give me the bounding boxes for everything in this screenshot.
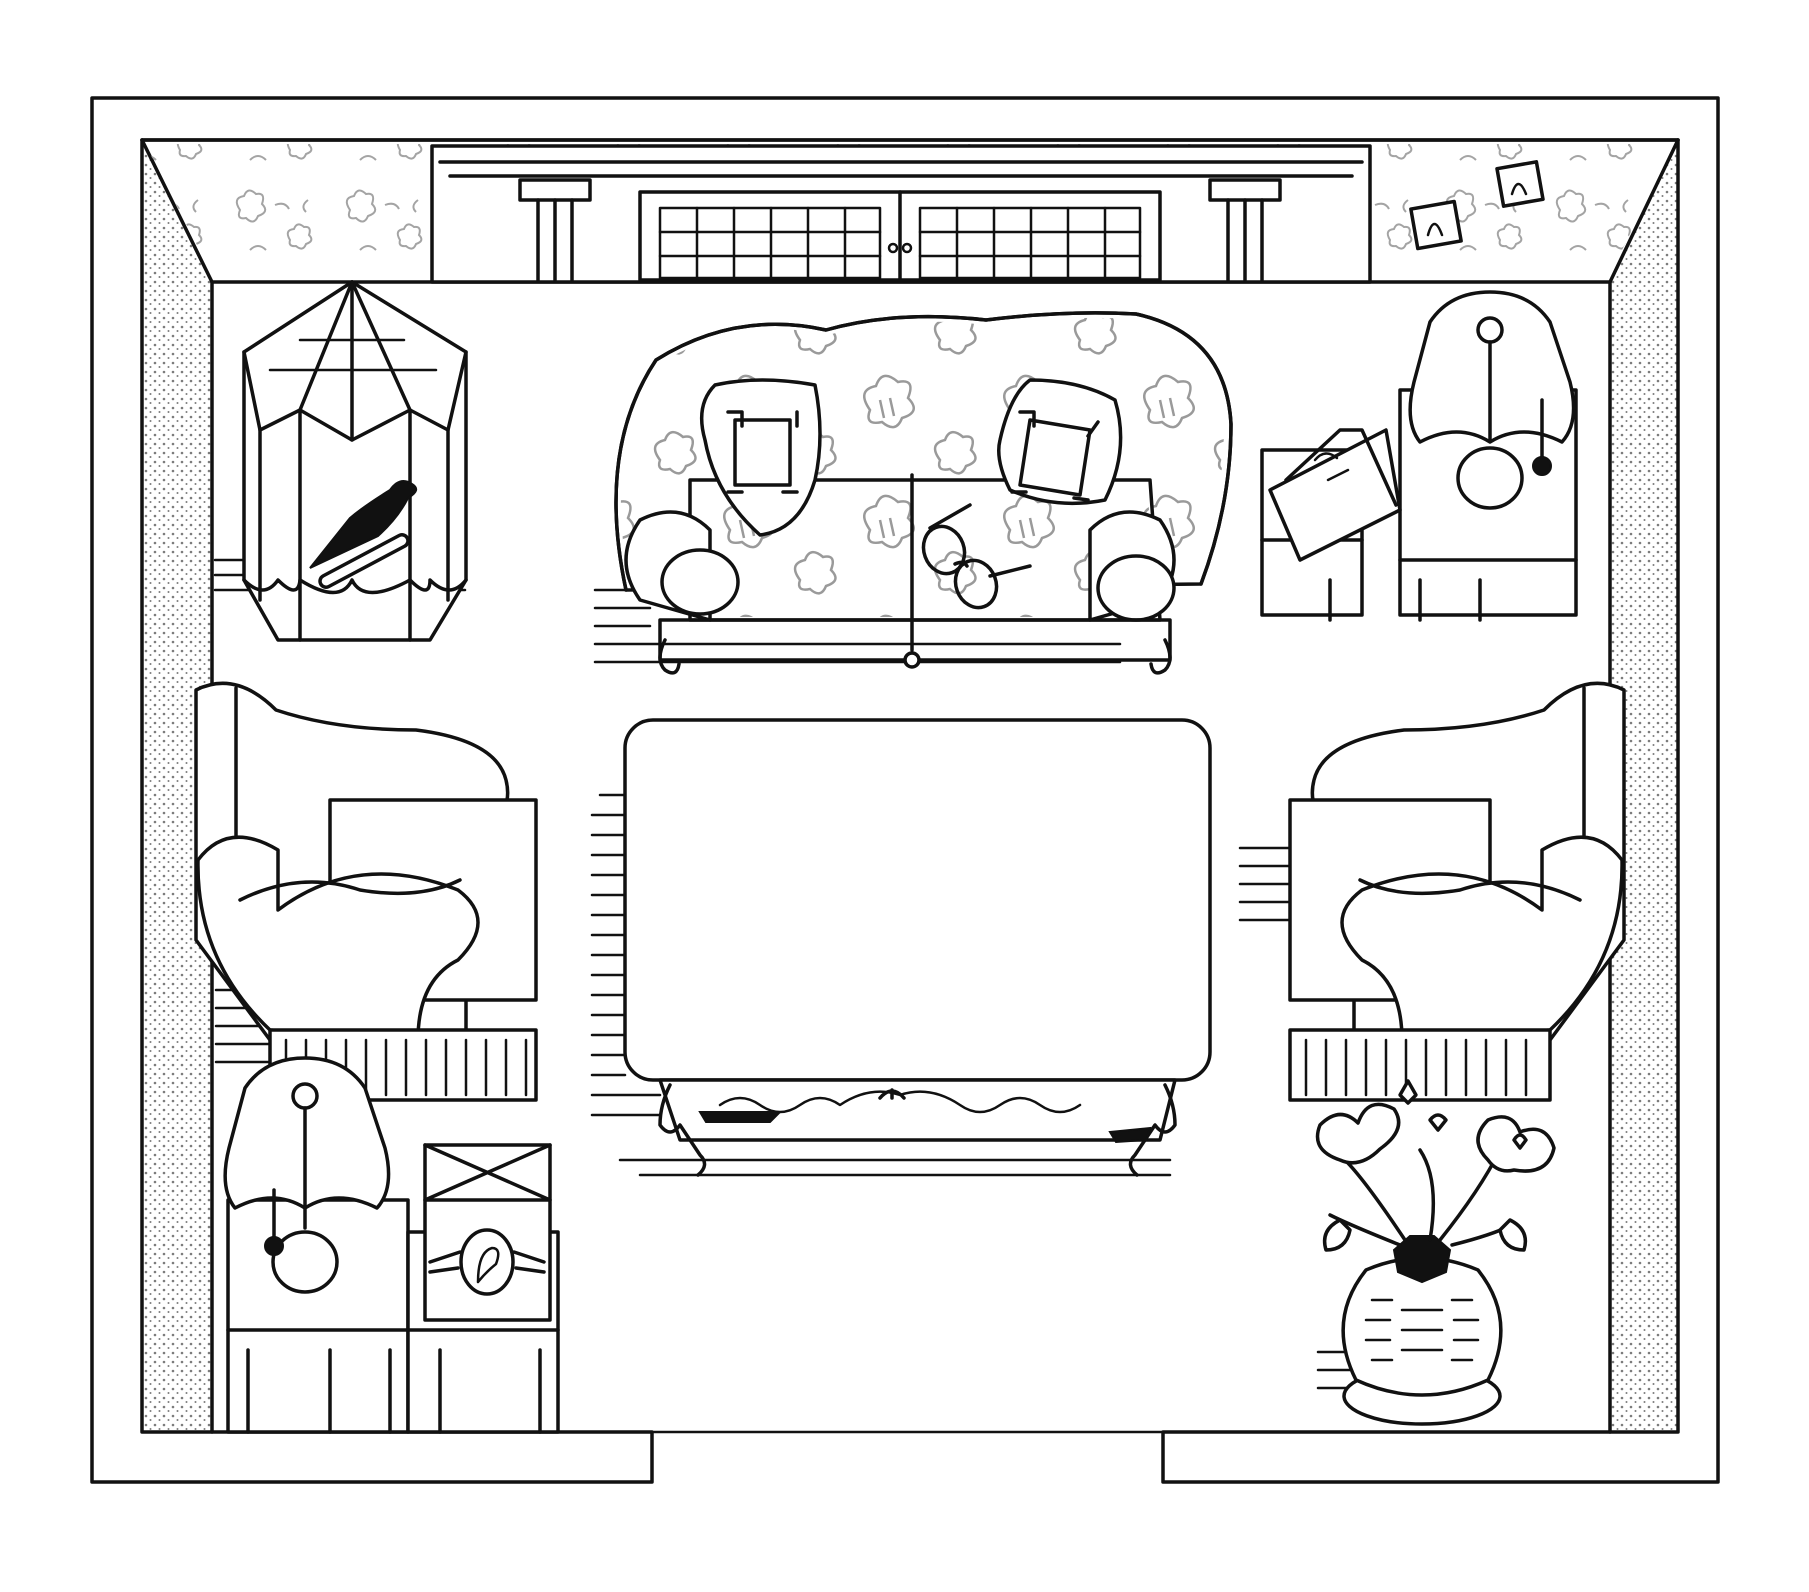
lamp-icon [223,1056,391,1294]
coffee-table [590,718,1212,1177]
flower-vase [1315,1079,1556,1426]
box-icon [423,1143,552,1322]
birdcage [213,280,468,642]
picture-frame-icon [1409,160,1545,251]
eyeglasses-icon [921,503,1032,610]
cushion-icon [699,378,1123,537]
armchair-left [194,681,538,1102]
back-wall-shelving [430,144,1372,284]
armchair-right [1238,681,1626,1102]
lamp-icon [1408,290,1576,510]
envelope-icon [1268,428,1402,562]
bird-icon [309,480,418,589]
sofa [593,311,1233,675]
